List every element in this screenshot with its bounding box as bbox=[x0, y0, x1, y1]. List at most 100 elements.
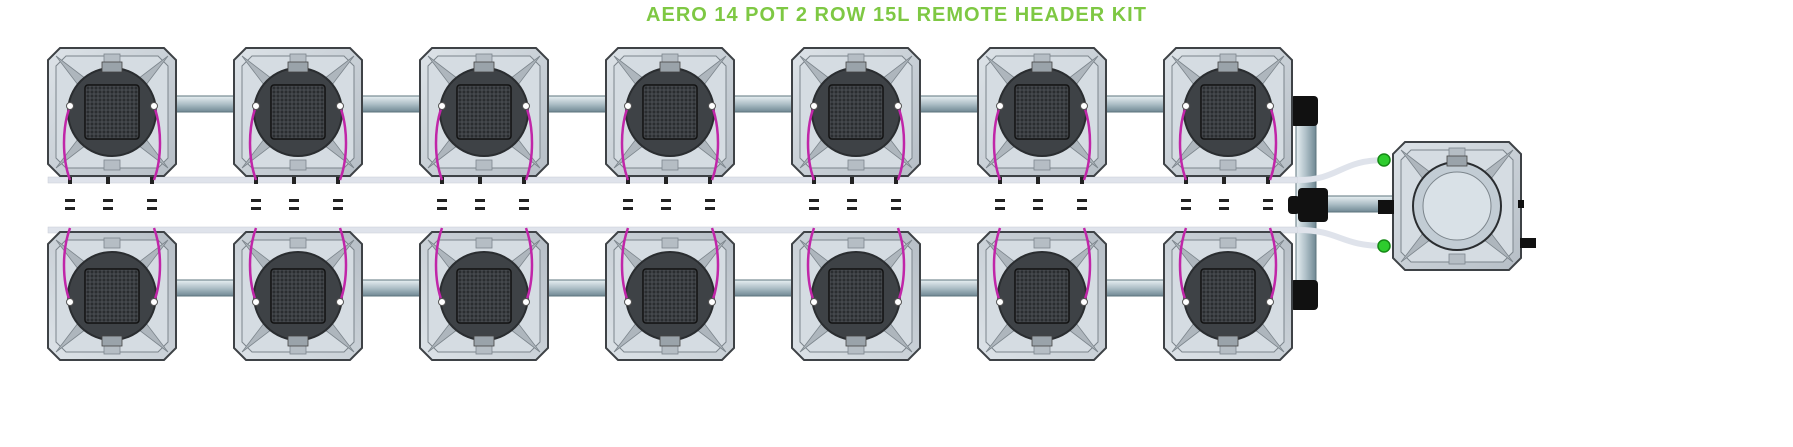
hose-clip bbox=[333, 207, 343, 210]
reservoir-icon bbox=[1392, 141, 1522, 271]
pot bbox=[791, 47, 921, 181]
drip-line bbox=[710, 105, 720, 181]
drip-stake bbox=[336, 298, 344, 306]
drip-line bbox=[992, 227, 1002, 303]
hose-clip bbox=[705, 207, 715, 210]
drip-line bbox=[152, 227, 162, 303]
drip-line bbox=[1178, 105, 1188, 181]
drip-line bbox=[1178, 227, 1188, 303]
lid-tab bbox=[1031, 335, 1053, 347]
net-cup-icon bbox=[1014, 268, 1070, 324]
drip-line bbox=[1082, 105, 1092, 181]
pot-rib bbox=[475, 237, 493, 249]
hose-clip bbox=[1036, 172, 1040, 184]
drip-line bbox=[62, 227, 72, 303]
net-cup-icon bbox=[642, 84, 698, 140]
drip-stake bbox=[894, 102, 902, 110]
elbow-icon bbox=[1288, 196, 1300, 214]
drip-stake bbox=[522, 102, 530, 110]
hose-clip bbox=[478, 172, 482, 184]
hose-clip bbox=[661, 199, 671, 202]
pot-rib bbox=[847, 237, 865, 249]
drip-line bbox=[710, 227, 720, 303]
diagram-title: AERO 14 POT 2 ROW 15L REMOTE HEADER KIT bbox=[646, 4, 1147, 26]
pot-rib bbox=[103, 237, 121, 249]
pot bbox=[605, 227, 735, 361]
drip-stake bbox=[1266, 102, 1274, 110]
drip-stake bbox=[624, 298, 632, 306]
hose-clip bbox=[336, 172, 340, 184]
lid-tab bbox=[473, 61, 495, 73]
lid-tab bbox=[1217, 61, 1239, 73]
hose-clip bbox=[1266, 172, 1270, 184]
pot-rib bbox=[1448, 253, 1466, 265]
pot bbox=[419, 227, 549, 361]
hose-clip bbox=[995, 207, 1005, 210]
hose-clip bbox=[475, 207, 485, 210]
drip-line bbox=[524, 105, 534, 181]
hose-clip bbox=[664, 172, 668, 184]
drip-stake bbox=[996, 102, 1004, 110]
hose-clip bbox=[333, 199, 343, 202]
hose-clip bbox=[847, 207, 857, 210]
drip-line bbox=[434, 105, 444, 181]
drip-line bbox=[896, 227, 906, 303]
elbow-icon bbox=[1290, 280, 1318, 310]
lid-tab bbox=[659, 335, 681, 347]
hose-clip bbox=[995, 199, 1005, 202]
drip-stake bbox=[66, 102, 74, 110]
reservoir-lid bbox=[1422, 171, 1492, 241]
drip-stake bbox=[438, 298, 446, 306]
lid-tab bbox=[101, 61, 123, 73]
lid-tab bbox=[845, 335, 867, 347]
pot bbox=[1163, 47, 1293, 181]
pot-layer bbox=[47, 47, 1522, 361]
feed-hose bbox=[47, 176, 1299, 184]
hose-clip bbox=[809, 207, 819, 210]
hose-clip bbox=[1033, 199, 1043, 202]
drip-line bbox=[434, 227, 444, 303]
drip-stake bbox=[150, 298, 158, 306]
drip-stake bbox=[810, 102, 818, 110]
pot bbox=[977, 227, 1107, 361]
hose-clip bbox=[150, 172, 154, 184]
pot bbox=[47, 47, 177, 181]
pot-rib bbox=[1033, 237, 1051, 249]
hose-clip bbox=[623, 207, 633, 210]
pot bbox=[977, 47, 1107, 181]
lid-tab bbox=[845, 61, 867, 73]
hose-clip bbox=[1263, 207, 1273, 210]
reservoir-fitting bbox=[1518, 200, 1524, 208]
hose-clip bbox=[891, 207, 901, 210]
drip-stake bbox=[336, 102, 344, 110]
drip-line bbox=[248, 227, 258, 303]
net-cup-icon bbox=[270, 268, 326, 324]
feed-hose bbox=[1297, 157, 1386, 183]
lid-tab bbox=[1446, 155, 1468, 167]
hose-clip bbox=[1263, 199, 1273, 202]
hose-clip bbox=[847, 199, 857, 202]
lid-tab bbox=[101, 335, 123, 347]
drip-line bbox=[1268, 227, 1278, 303]
drip-line bbox=[896, 105, 906, 181]
drip-stake bbox=[1266, 298, 1274, 306]
pot-rib bbox=[103, 159, 121, 171]
drip-stake bbox=[708, 298, 716, 306]
hose-clip bbox=[147, 199, 157, 202]
drip-line bbox=[338, 105, 348, 181]
hose-clip bbox=[708, 172, 712, 184]
hose-clip bbox=[147, 207, 157, 210]
hose-clip bbox=[1077, 199, 1087, 202]
hose-clip bbox=[65, 199, 75, 202]
pot-rib bbox=[289, 237, 307, 249]
pot bbox=[419, 47, 549, 181]
hose-clip bbox=[1033, 207, 1043, 210]
lid-tab bbox=[1217, 335, 1239, 347]
hose-clip bbox=[292, 172, 296, 184]
drip-stake bbox=[708, 102, 716, 110]
hose-clip bbox=[1219, 199, 1229, 202]
hose-clip bbox=[1222, 172, 1226, 184]
header-layer bbox=[1377, 153, 1536, 253]
drip-line bbox=[62, 105, 72, 181]
